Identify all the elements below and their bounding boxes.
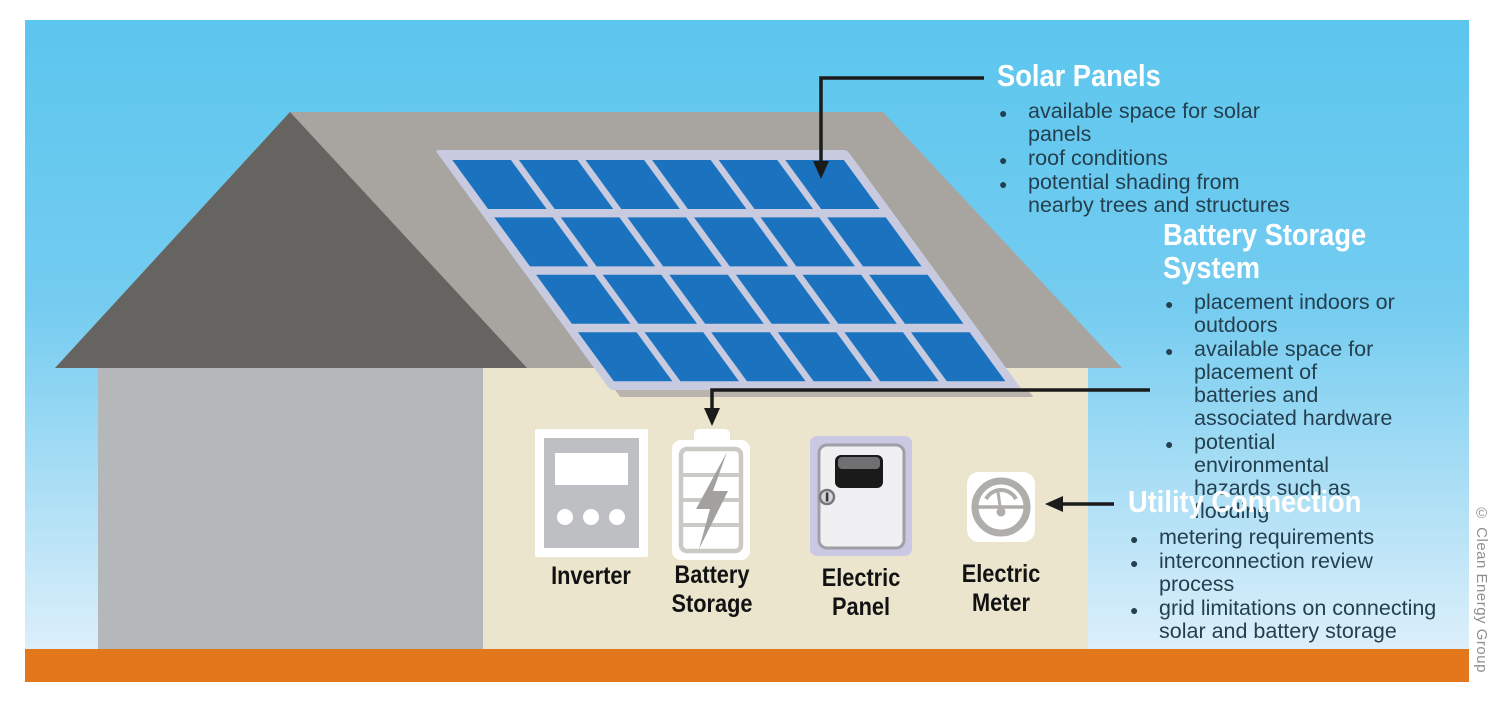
solar-panels-arrow <box>813 76 984 179</box>
solar-cell <box>560 217 656 267</box>
solar-cell <box>694 217 789 267</box>
solar-cell <box>452 160 547 209</box>
bullet-item: metering requirements <box>1128 525 1443 551</box>
solar-cell <box>911 332 1006 382</box>
solar-cell <box>827 217 922 267</box>
inverter-label: Inverter <box>551 562 631 590</box>
bullet-item: roof conditions <box>997 146 1302 172</box>
solar-cell <box>494 217 589 267</box>
battery-storage-icon <box>672 429 750 560</box>
utility-connection-title: Utility Connection <box>1128 484 1362 519</box>
bullet-item: interconnection review process <box>1128 549 1443 596</box>
solar-cell <box>869 274 964 324</box>
copyright-credit: © Clean Energy Group <box>1473 505 1490 673</box>
battery-storage-system-title: Battery Storage System <box>1163 217 1367 285</box>
solar-cell <box>627 217 722 267</box>
bullet-item: available space for solar panels <box>997 99 1302 146</box>
solar-cell <box>585 160 680 209</box>
solar-cell-grid <box>452 160 1006 382</box>
battery-storage-bullet-list: placement indoors or outdoors available … <box>1163 291 1405 523</box>
solar-cell <box>760 217 855 267</box>
solar-panels-title: Solar Panels <box>997 58 1161 93</box>
solar-cell <box>578 332 673 382</box>
bullet-item: grid limitations on connecting solar and… <box>1128 596 1443 643</box>
solar-cell <box>669 274 764 324</box>
utility-connection-bullet-list: metering requirements interconnection re… <box>1128 525 1443 643</box>
solar-cell <box>802 274 897 324</box>
solar-cell <box>644 332 739 382</box>
bullet-item: potential shading from nearby trees and … <box>997 170 1302 217</box>
ground-strip <box>25 649 1469 682</box>
electric-meter-label: Electric Meter <box>961 560 1041 617</box>
bullet-item: available space for placement of batteri… <box>1163 338 1405 430</box>
house-side-wall <box>98 368 483 649</box>
solar-cell <box>518 160 614 209</box>
utility-connection-callout: Utility Connection metering requirements… <box>1128 484 1458 644</box>
solar-cell <box>711 332 806 382</box>
solar-cell <box>785 160 880 209</box>
electric-meter-icon <box>967 472 1035 542</box>
bullet-item: placement indoors or outdoors <box>1163 291 1405 337</box>
solar-cell <box>652 160 747 209</box>
solar-panels-callout: Solar Panels available space for solar p… <box>997 58 1327 218</box>
electric-panel-icon <box>810 436 912 556</box>
battery-storage-arrow <box>704 388 1150 426</box>
solar-cell <box>536 274 631 324</box>
solar-panels-bullet-list: available space for solar panels roof co… <box>997 99 1302 217</box>
solar-cell <box>777 332 873 382</box>
lightning-bolt-icon <box>696 452 728 549</box>
battery-storage-label: Battery Storage <box>671 561 753 618</box>
roof-gable <box>55 112 527 368</box>
solar-panel <box>436 150 1034 397</box>
solar-cell <box>718 160 814 209</box>
battery-storage-system-callout: Battery Storage System placement indoors… <box>1163 217 1423 524</box>
solar-cell <box>735 274 831 324</box>
solar-cell <box>602 274 698 324</box>
solar-panel-frame <box>436 150 1021 390</box>
electric-panel-label: Electric Panel <box>821 564 901 621</box>
bullet-item: potential environmental hazards such as … <box>1163 431 1405 523</box>
solar-cell <box>844 332 939 382</box>
inverter-icon <box>535 429 648 557</box>
